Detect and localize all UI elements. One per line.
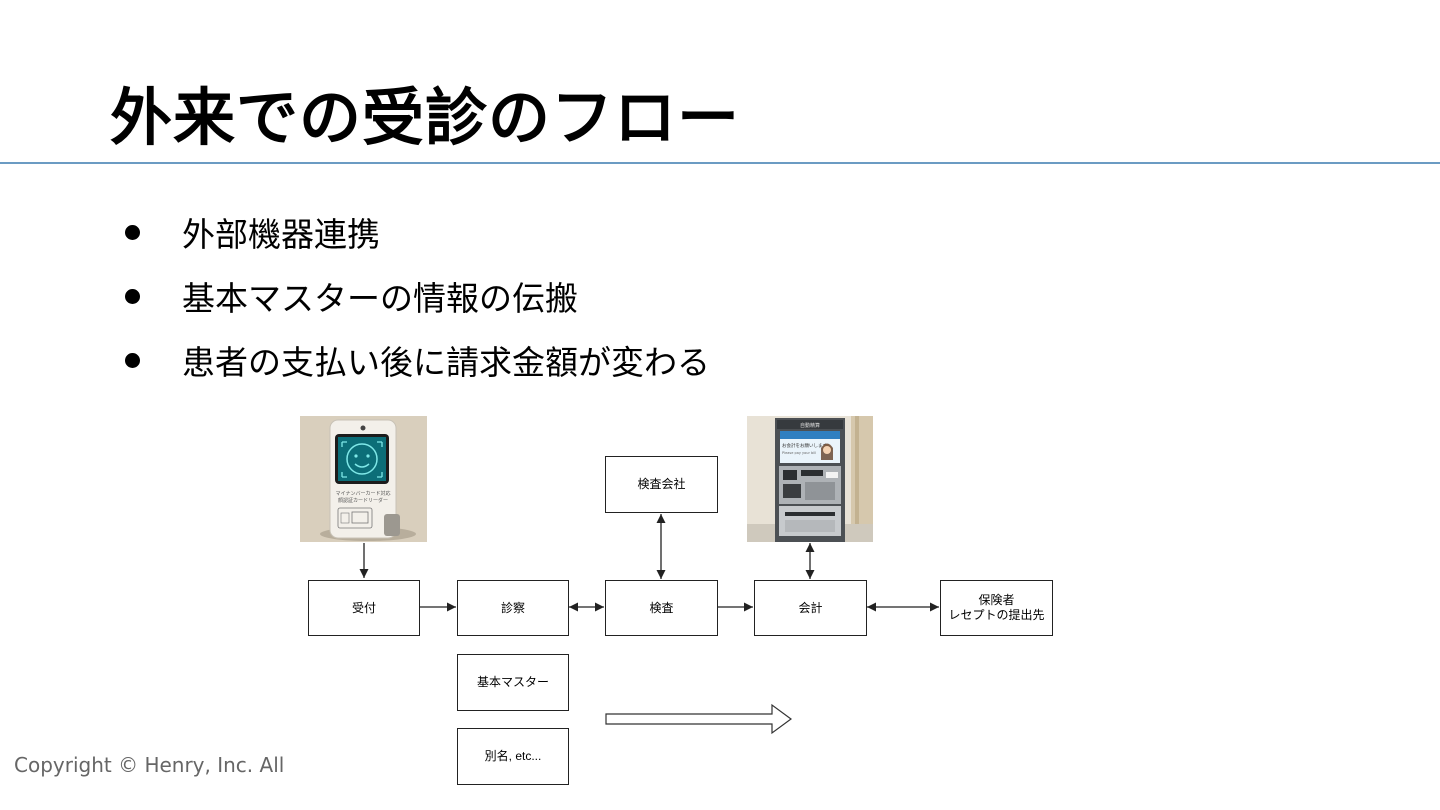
card-reader-photo: マイナンバーカード対応 顔認証カードリーダー [300,416,427,542]
propagation-arrow-icon [605,703,793,735]
bullet-list: 外部機器連携 基本マスターの情報の伝搬 患者の支払い後に請求金額が変わる [125,200,710,392]
node-master: 基本マスター [457,654,569,711]
bullet-item: 基本マスターの情報の伝搬 [125,264,710,328]
payment-kiosk-photo: 自動精算 お会計をお願いします Please pay your bill [747,416,873,542]
bullet-text: 基本マスターの情報の伝搬 [182,279,578,318]
node-alias: 別名, etc... [457,728,569,785]
node-test: 検査 [605,580,718,636]
mynumber-card-reader-icon: マイナンバーカード対応 顔認証カードリーダー [300,416,427,542]
card-reader-caption-1: マイナンバーカード対応 [336,490,391,497]
node-lab-company: 検査会社 [605,456,718,513]
kiosk-screen-line2: Please pay your bill [782,451,816,455]
node-billing: 会計 [754,580,867,636]
bullet-dot-icon [125,352,140,368]
node-consultation: 診察 [457,580,569,636]
bullet-item: 患者の支払い後に請求金額が変わる [125,328,710,392]
slide-title: 外来での受診のフロー [110,81,741,154]
bullet-dot-icon [125,288,140,304]
node-reception: 受付 [308,580,420,636]
bullet-text: 患者の支払い後に請求金額が変わる [182,343,710,382]
card-reader-caption-2: 顔認証カードリーダー [338,497,388,504]
payment-kiosk-icon: 自動精算 お会計をお願いします Please pay your bill [747,416,873,542]
kiosk-screen-line1: お会計をお願いします [782,442,827,449]
bullet-dot-icon [125,224,140,240]
node-insurer: 保険者 レセプトの提出先 [940,580,1053,636]
copyright-footer: Copyright © Henry, Inc. All rights reser… [14,753,292,777]
bullet-item: 外部機器連携 [125,200,710,264]
kiosk-screen-title: 自動精算 [800,422,820,429]
bullet-text: 外部機器連携 [182,215,380,254]
title-divider [0,162,1440,164]
